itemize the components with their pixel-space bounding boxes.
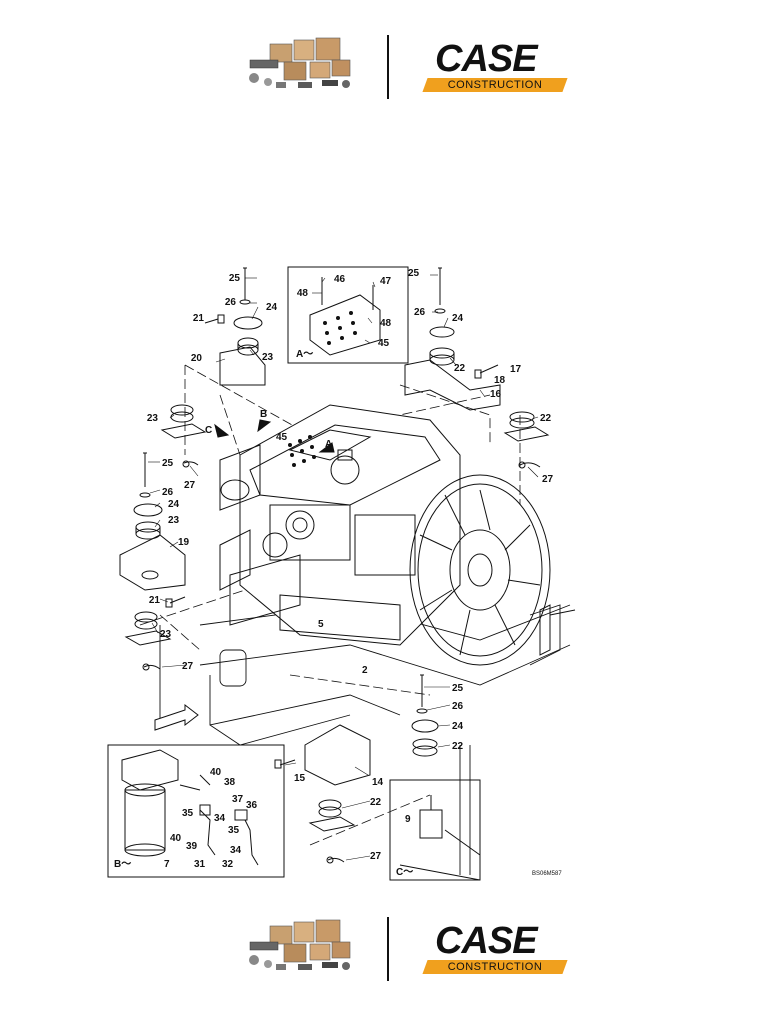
parts-boxes-icon [249, 37, 351, 88]
callout-36: 36 [246, 800, 258, 811]
case-logo-footer: CASE CONSTRUCTION [422, 922, 575, 974]
callout-32: 32 [222, 859, 234, 870]
callout-26b: 26 [414, 307, 426, 318]
callout-25d: 25 [452, 683, 464, 694]
callout-9: 9 [405, 814, 411, 825]
brand-sub: CONSTRUCTION [447, 79, 543, 91]
callout-48b: 48 [380, 318, 392, 329]
callout-48a: 48 [297, 288, 309, 299]
callout-19: 19 [178, 537, 190, 548]
callout-27a: 27 [542, 474, 554, 485]
callout-34b: 34 [230, 845, 242, 856]
footer-brand-name: CASE [435, 920, 538, 962]
arrow-a-label: A [325, 439, 332, 450]
callout-24a: 24 [266, 302, 278, 313]
callout-21a: 21 [193, 313, 205, 324]
callout-38: 38 [224, 777, 236, 788]
callout-21b: 21 [149, 595, 161, 606]
callout-26d: 26 [452, 701, 464, 712]
callout-22d: 22 [370, 797, 382, 808]
header-divider [387, 35, 389, 99]
callout-7: 7 [164, 859, 170, 870]
detail-a-label: A～ [296, 349, 313, 360]
callout-23c: 23 [168, 515, 180, 526]
callout-39: 39 [186, 841, 198, 852]
callout-23d: 23 [160, 629, 172, 640]
callout-25c: 25 [162, 458, 174, 469]
callout-45a: 45 [378, 338, 390, 349]
footer-divider [387, 917, 389, 981]
detail-c-box [389, 779, 481, 881]
header-banner: CASE CONSTRUCTION [0, 32, 768, 102]
callout-15: 15 [294, 773, 306, 784]
case-logo: CASE CONSTRUCTION [422, 40, 575, 92]
arrow-b-label: B [260, 409, 267, 420]
callout-16: 16 [490, 389, 502, 400]
detail-b-box [107, 744, 285, 878]
callout-20: 20 [191, 353, 203, 364]
callout-34a: 34 [214, 813, 226, 824]
callout-25b: 25 [408, 268, 420, 279]
arrow-c-label: C [205, 425, 212, 436]
callout-24b: 24 [452, 313, 464, 324]
callout-35b: 35 [228, 825, 240, 836]
callout-24c: 24 [168, 499, 180, 510]
callout-22b: 22 [540, 413, 552, 424]
callout-22c: 22 [452, 741, 464, 752]
callout-17: 17 [510, 364, 522, 375]
detail-b-label: B～ [114, 859, 131, 870]
callout-35a: 35 [182, 808, 194, 819]
callout-5: 5 [318, 619, 324, 630]
callout-24d: 24 [452, 721, 464, 732]
callout-2: 2 [362, 665, 368, 676]
fan [409, 474, 551, 666]
detail-c-label: C～ [396, 867, 413, 878]
callout-27b: 27 [184, 480, 196, 491]
brand-name: CASE [435, 38, 538, 80]
engine-exploded-diagram: 25 26 24 21 20 23 46 48 47 48 45 A～ 25 2… [107, 266, 576, 881]
footer-brand-sub: CONSTRUCTION [447, 961, 543, 973]
footer-banner: CASE CONSTRUCTION [0, 914, 768, 984]
reference-code: BS06M587 [532, 871, 562, 877]
callout-37: 37 [232, 794, 244, 805]
callout-25a: 25 [229, 273, 241, 284]
callout-40a: 40 [210, 767, 222, 778]
callout-31: 31 [194, 859, 206, 870]
callout-22a: 22 [454, 363, 466, 374]
callout-26c: 26 [162, 487, 174, 498]
callout-23a: 23 [262, 352, 274, 363]
callout-23b: 23 [147, 413, 159, 424]
callout-27c: 27 [182, 661, 194, 672]
callout-47: 47 [380, 276, 392, 287]
callout-14: 14 [372, 777, 384, 788]
detail-a-box [287, 266, 409, 364]
callout-40b: 40 [170, 833, 182, 844]
callout-26a: 26 [225, 297, 237, 308]
callout-18: 18 [494, 375, 506, 386]
callout-45b: 45 [276, 432, 288, 443]
callout-27d: 27 [370, 851, 382, 862]
callout-46: 46 [334, 274, 346, 285]
parts-boxes-icon [249, 919, 351, 970]
